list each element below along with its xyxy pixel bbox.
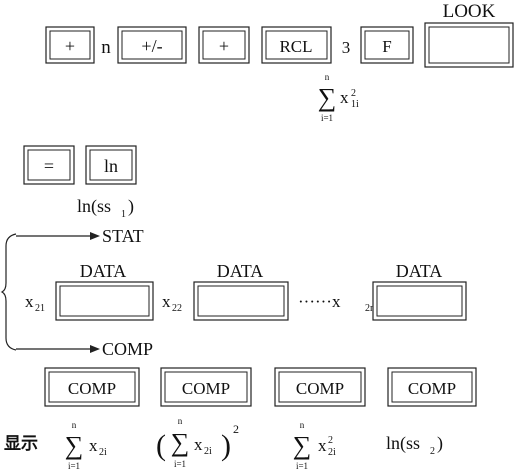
data-label-2: DATA bbox=[217, 261, 264, 281]
svg-text:2i: 2i bbox=[99, 447, 107, 458]
sigma-symbol: ∑ bbox=[171, 428, 190, 457]
comp-key-3-label: COMP bbox=[296, 379, 344, 398]
stat-arrow: STAT bbox=[16, 226, 144, 246]
sigma-bottom: i=1 bbox=[321, 113, 333, 123]
x22-sub: 22 bbox=[172, 303, 182, 314]
comp-key-2-label: COMP bbox=[182, 379, 230, 398]
x2n-sub: 2n bbox=[365, 303, 375, 314]
data-label-1: DATA bbox=[80, 261, 127, 281]
look-label: LOOK bbox=[443, 1, 496, 22]
svg-text:2i: 2i bbox=[204, 446, 212, 457]
comp-key-1: COMP bbox=[44, 367, 140, 407]
key-plus-minus-label: +/- bbox=[141, 36, 162, 56]
key-equals-label: = bbox=[44, 156, 54, 176]
svg-text:x: x bbox=[89, 436, 98, 455]
data-input-box-2 bbox=[193, 281, 289, 321]
comp-key-4-label: COMP bbox=[408, 379, 456, 398]
comp-arrow: COMP bbox=[16, 339, 153, 359]
result-ln-ss2: ln(ss 2 ) bbox=[386, 433, 443, 457]
key-ln: ln bbox=[85, 145, 137, 185]
right-paren: ) bbox=[221, 429, 231, 462]
svg-text:2: 2 bbox=[328, 435, 333, 446]
comp-key-3: COMP bbox=[274, 367, 366, 407]
key-plus-minus: +/- bbox=[117, 26, 187, 64]
key-ln-label: ln bbox=[104, 156, 118, 176]
svg-text:n: n bbox=[178, 416, 183, 426]
ln-ss1-result: ln(ss 1 ) bbox=[77, 196, 134, 220]
sigma-top: n bbox=[325, 72, 330, 82]
x-sup: 2 bbox=[351, 88, 356, 99]
x2n-label: ······x bbox=[298, 292, 341, 311]
sigma-symbol: ∑ bbox=[318, 83, 337, 112]
stat-label: STAT bbox=[102, 226, 144, 246]
data-label-3: DATA bbox=[396, 261, 443, 281]
look-display-box bbox=[424, 22, 514, 68]
ln-ss1-close: ) bbox=[128, 196, 134, 217]
result-sum-x2i-squared: n ∑ i=1 x 2 2i bbox=[293, 420, 336, 471]
ln-ss1-sub: 1 bbox=[121, 209, 126, 220]
key-f: F bbox=[360, 26, 414, 64]
key-f-label: F bbox=[382, 37, 391, 56]
svg-text:n: n bbox=[300, 420, 305, 430]
comp-key-2: COMP bbox=[160, 367, 252, 407]
x22-label: x bbox=[162, 292, 171, 311]
result-sum-x2i: n ∑ i=1 x 2i bbox=[65, 420, 107, 471]
svg-text:ln(ss: ln(ss bbox=[386, 433, 420, 454]
sigma-symbol: ∑ bbox=[65, 431, 84, 460]
svg-text:i=1: i=1 bbox=[296, 461, 308, 471]
display-label: 显示 bbox=[4, 434, 38, 454]
key-plus-1-label: + bbox=[65, 36, 75, 56]
left-paren: ( bbox=[156, 429, 166, 462]
svg-text:x: x bbox=[318, 436, 327, 455]
comp-key-4: COMP bbox=[387, 367, 477, 407]
key-plus-2: + bbox=[198, 26, 250, 64]
svg-text:): ) bbox=[437, 433, 443, 454]
sum-x1i-squared: n ∑ i=1 x 2 1i bbox=[318, 72, 359, 123]
key-plus-1: + bbox=[45, 26, 95, 64]
svg-text:x: x bbox=[194, 435, 203, 454]
x21-sub: 21 bbox=[35, 303, 45, 314]
x21-label: x bbox=[25, 292, 34, 311]
key-plus-2-label: + bbox=[219, 36, 229, 56]
n-text: n bbox=[101, 37, 111, 58]
data-input-box-n bbox=[372, 281, 467, 321]
key-equals: = bbox=[23, 145, 75, 185]
ln-ss1-text: ln(ss bbox=[77, 196, 111, 217]
svg-text:i=1: i=1 bbox=[174, 459, 186, 469]
branch-brace bbox=[0, 233, 17, 351]
svg-text:2i: 2i bbox=[328, 447, 336, 458]
svg-text:2: 2 bbox=[233, 422, 239, 436]
comp-label: COMP bbox=[102, 339, 153, 359]
data-input-box-1 bbox=[55, 281, 154, 321]
key-rcl: RCL bbox=[261, 26, 332, 64]
svg-text:n: n bbox=[72, 420, 77, 430]
digit-3-text: 3 bbox=[342, 38, 351, 57]
key-rcl-label: RCL bbox=[279, 37, 312, 56]
x-sub: 1i bbox=[351, 99, 359, 110]
result-square-of-sum: ( n ∑ i=1 x 2i ) 2 bbox=[156, 416, 239, 469]
svg-text:i=1: i=1 bbox=[68, 461, 80, 471]
svg-text:2: 2 bbox=[430, 446, 435, 457]
x-label: x bbox=[340, 88, 349, 107]
comp-key-1-label: COMP bbox=[68, 379, 116, 398]
sigma-symbol: ∑ bbox=[293, 431, 312, 460]
